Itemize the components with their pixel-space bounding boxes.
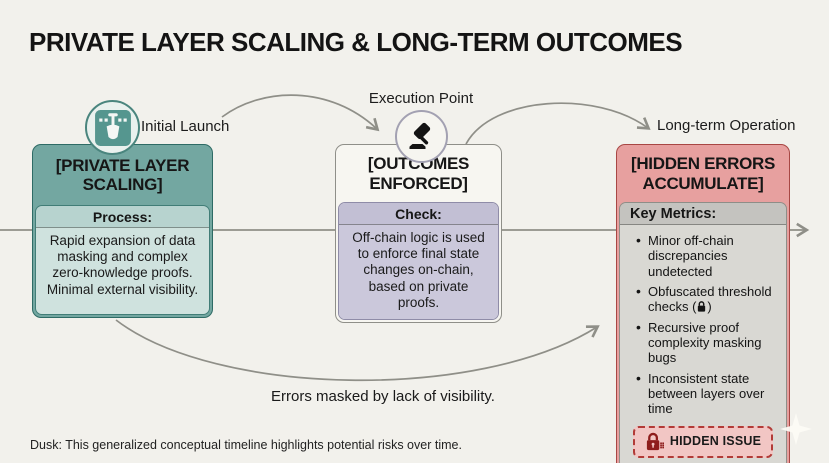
key-metrics-section: Key Metrics: Minor off-chain discrepanci… xyxy=(619,202,787,463)
process-section: Process: Rapid expansion of data masking… xyxy=(35,205,210,315)
shovel-icon xyxy=(94,109,131,146)
metric-item: Obfuscated threshold checks () xyxy=(636,283,780,315)
lock-icon xyxy=(698,301,706,312)
check-label: Check: xyxy=(339,203,498,225)
footer-disclaimer: Dusk: This generalized conceptual timeli… xyxy=(30,438,462,452)
hidden-issue-badge: HIDDEN ISSUE xyxy=(632,425,774,458)
metric-item: Recursive proof complexity masking bugs xyxy=(636,319,780,366)
page-title: PRIVATE LAYER SCALING & LONG-TERM OUTCOM… xyxy=(29,27,683,57)
card-private-layer-scaling: [PRIVATE LAYER SCALING] Process: Rapid e… xyxy=(32,144,213,318)
metric-item: Minor off-chain discrepancies undetected xyxy=(636,232,780,279)
milestone-label-longterm-operation: Long-term Operation xyxy=(657,117,796,134)
process-body: Rapid expansion of data masking and comp… xyxy=(36,228,209,314)
card-header: [PRIVATE LAYER SCALING] xyxy=(55,155,190,194)
milestone-label-initial-launch: Initial Launch xyxy=(141,118,230,135)
arrow-execution-to-longterm xyxy=(465,102,651,145)
arrow-errors-masked xyxy=(115,319,600,382)
gavel-icon xyxy=(409,122,430,149)
initial-launch-circle xyxy=(85,100,140,155)
key-metrics-list: Minor off-chain discrepancies undetected… xyxy=(626,232,780,417)
card-header: [OUTCOMES ENFORCED] xyxy=(367,154,470,193)
execution-point-circle xyxy=(395,110,448,163)
errors-masked-annotation: Errors masked by lack of visibility. xyxy=(271,388,495,405)
key-metrics-body: Minor off-chain discrepancies undetected… xyxy=(620,225,786,463)
card-outcomes-enforced: [OUTCOMES ENFORCED] Check: Off-chain log… xyxy=(335,144,502,323)
process-label: Process: xyxy=(36,206,209,228)
lock-icon xyxy=(646,432,664,450)
check-body: Off-chain logic is used to enforce final… xyxy=(339,225,498,319)
card-hidden-errors-accumulate: [HIDDEN ERRORS ACCUMULATE] Key Metrics: … xyxy=(616,144,790,463)
key-metrics-label: Key Metrics: xyxy=(620,203,786,225)
arrow-launch-to-execution xyxy=(221,94,380,132)
metric-item: Inconsistent state between layers over t… xyxy=(636,370,780,417)
milestone-label-execution-point: Execution Point xyxy=(368,90,474,107)
hidden-issue-label: HIDDEN ISSUE xyxy=(669,434,762,449)
check-section: Check: Off-chain logic is used to enforc… xyxy=(338,202,499,320)
card-header: [HIDDEN ERRORS ACCUMULATE] xyxy=(630,154,776,193)
